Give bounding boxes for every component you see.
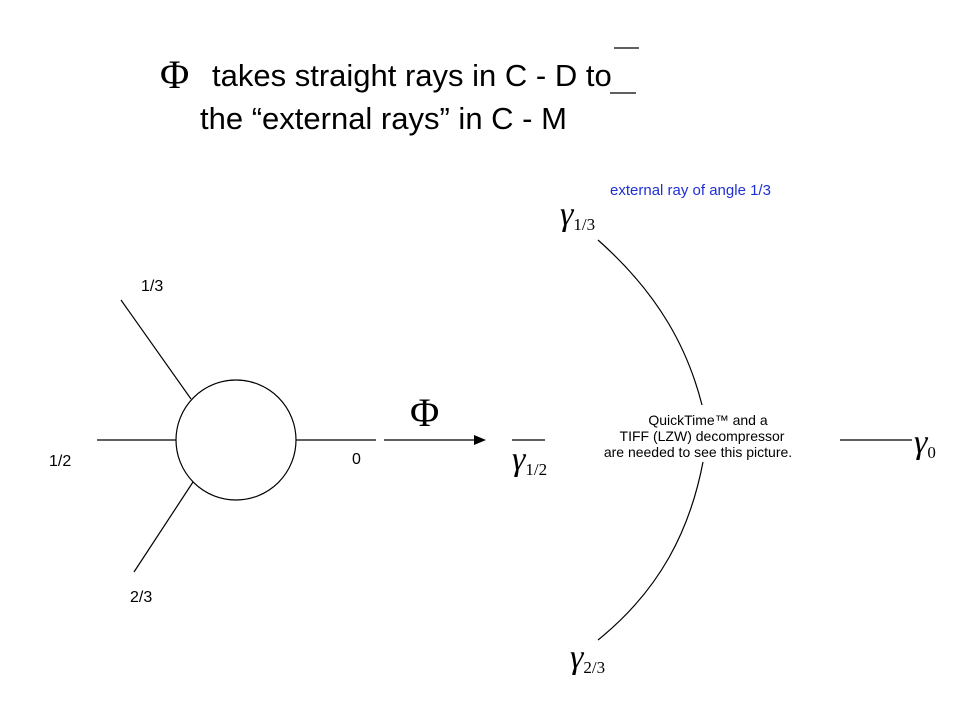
arrow-head [474, 435, 486, 445]
label-zero: 0 [352, 451, 361, 468]
ray-one-third [120, 299, 192, 400]
ray-two-thirds [133, 481, 194, 573]
gamma-zero-subscript: 0 [927, 443, 936, 462]
map-phi-symbol: Φ [410, 390, 439, 435]
title-phi-symbol: Φ [160, 52, 189, 97]
title-line-1: takes straight rays in C - D to [212, 58, 612, 93]
map-arrow: Φ [384, 390, 486, 445]
gamma-one-half-subscript: 1/2 [525, 460, 547, 479]
gamma-one-third-symbol: γ [560, 196, 575, 233]
title-line-1-start: takes straight rays in C - [212, 58, 555, 93]
title-line-1-end: to [577, 58, 611, 93]
gamma-zero-symbol: γ [914, 424, 929, 461]
placeholder-line-1: QuickTime™ and a [648, 412, 768, 428]
placeholder-line-2: TIFF (LZW) decompressor [620, 428, 785, 444]
gamma-one-half-label: γ1/2 [512, 441, 547, 479]
title-line-2-start: the “external rays” in C - [200, 101, 541, 136]
disk-circle [175, 379, 297, 501]
title-line-2: the “external rays” in C - M [200, 101, 567, 136]
gamma-two-thirds-symbol: γ [570, 639, 585, 676]
label-one-third: 1/3 [141, 278, 163, 295]
external-ray-two-thirds [597, 461, 704, 641]
gamma-two-thirds-subscript: 2/3 [583, 658, 605, 677]
label-two-thirds: 2/3 [130, 589, 152, 606]
gamma-one-third-label: γ1/3 [560, 196, 595, 234]
gamma-one-half-symbol: γ [512, 441, 527, 478]
external-ray-one-third [597, 239, 703, 406]
label-one-half: 1/2 [49, 453, 71, 470]
title-line-1-d: D [555, 58, 577, 93]
placeholder-line-3: are needed to see this picture. [604, 444, 792, 460]
gamma-one-third-subscript: 1/3 [573, 215, 595, 234]
mandelbrot-diagram: external ray of angle 1/3 γ1/3 γ1/2 γ0 γ… [512, 182, 936, 677]
missing-picture-placeholder: QuickTime™ and a TIFF (LZW) decompressor… [604, 412, 792, 460]
disk-diagram: 1/3 1/2 0 2/3 [49, 278, 376, 606]
gamma-two-thirds-label: γ2/3 [570, 639, 605, 677]
title-line-2-m: M [541, 101, 567, 136]
title: Φ takes straight rays in C - D to the “e… [160, 47, 639, 136]
gamma-zero-label: γ0 [914, 424, 936, 462]
external-ray-caption: external ray of angle 1/3 [610, 182, 771, 199]
